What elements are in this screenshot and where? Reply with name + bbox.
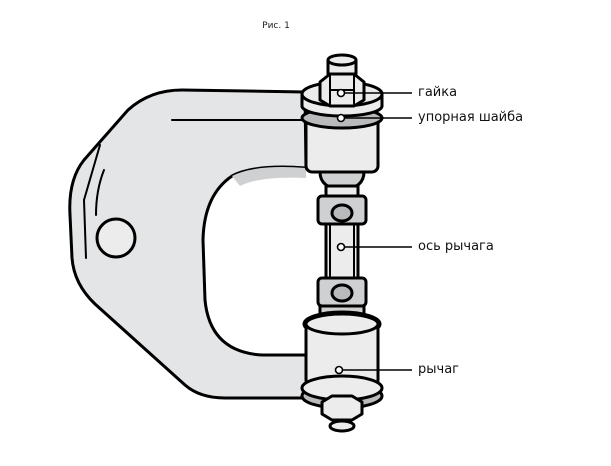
label-lever: рычаг <box>418 362 459 377</box>
callout-leaders <box>334 88 412 375</box>
lower-bushing <box>302 304 382 388</box>
label-lever-axis: ось рычага <box>418 239 494 254</box>
label-thrust-washer: упорная шайба <box>418 110 524 125</box>
lever-axis-shaft <box>316 184 368 318</box>
figure-caption: Рис. 1 <box>262 21 290 31</box>
mounting-hole <box>95 217 137 259</box>
lever-body <box>68 88 310 400</box>
label-nut: гайка <box>418 85 458 100</box>
lower-washer-nut <box>300 374 384 433</box>
bolt-tip-top <box>326 53 358 76</box>
